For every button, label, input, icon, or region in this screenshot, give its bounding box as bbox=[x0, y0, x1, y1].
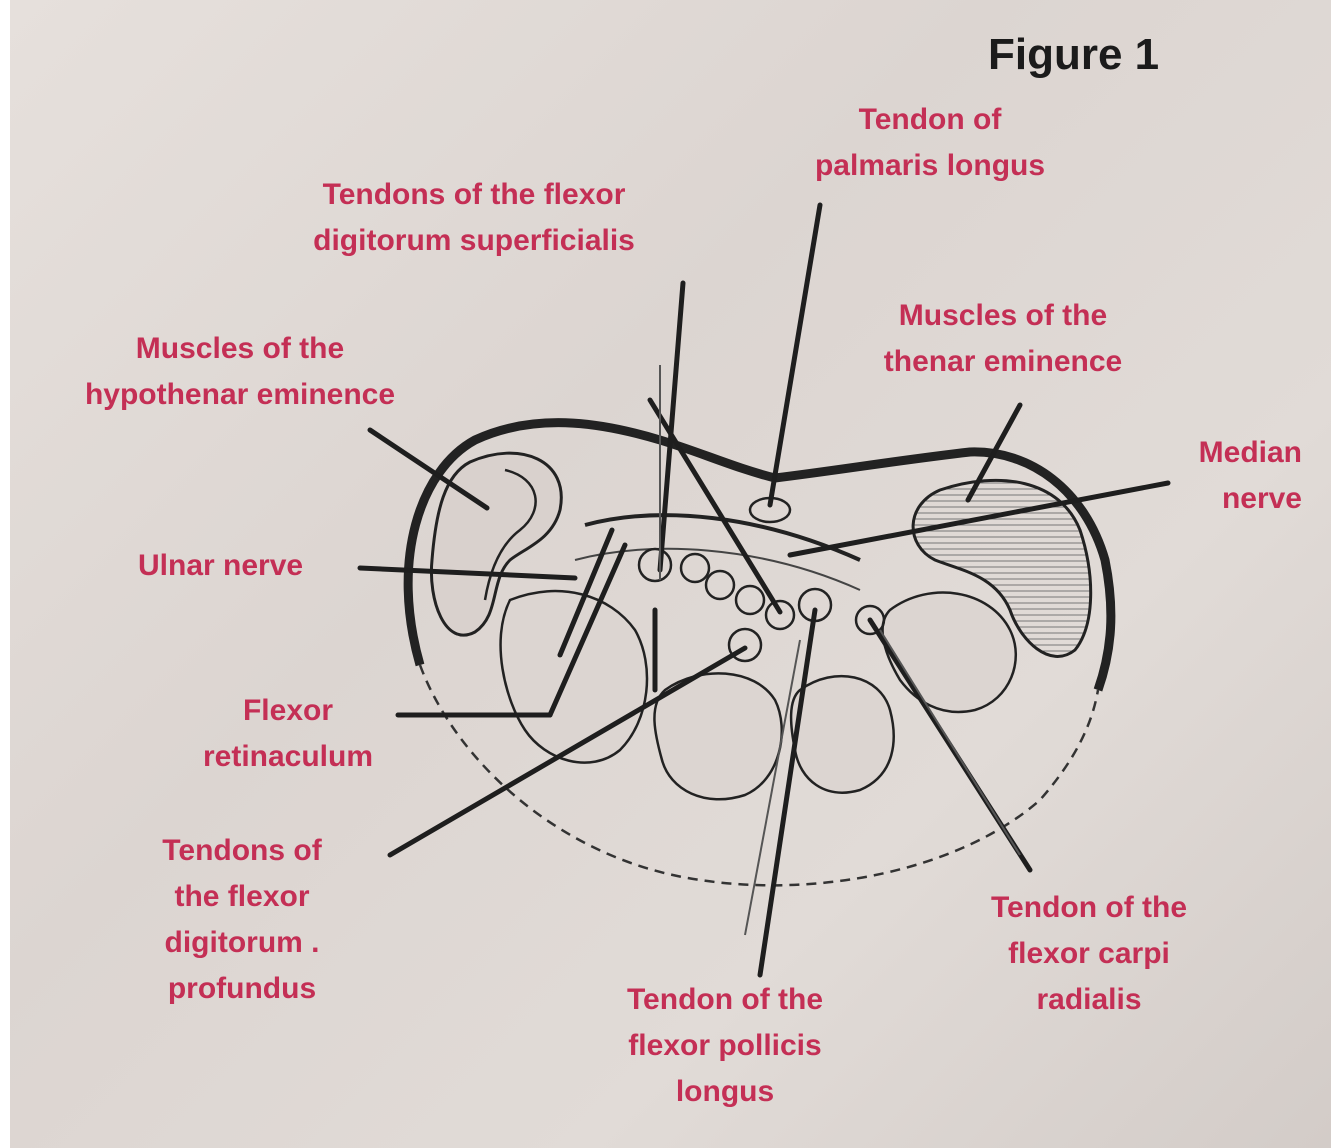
label-line: Tendons of bbox=[162, 828, 321, 874]
label-fpl: Tendon of the flexor pollicis longus bbox=[627, 977, 823, 1115]
carpal-bone bbox=[791, 676, 894, 792]
label-line: profundus bbox=[162, 966, 321, 1012]
label-line: hypothenar eminence bbox=[85, 372, 395, 418]
label-line: flexor carpi bbox=[991, 931, 1187, 977]
label-median-nerve: Median nerve bbox=[1199, 430, 1302, 522]
label-palmaris-longus: Tendon of palmaris longus bbox=[815, 97, 1045, 189]
label-line: palmaris longus bbox=[815, 143, 1045, 189]
retinaculum-band bbox=[575, 549, 860, 590]
tendon-circle bbox=[766, 601, 794, 629]
label-line: Flexor bbox=[203, 688, 373, 734]
leader-fpl bbox=[760, 610, 815, 975]
label-line: the flexor bbox=[162, 874, 321, 920]
figure-title: Figure 1 bbox=[988, 30, 1159, 80]
leader-palmaris bbox=[770, 205, 820, 505]
label-line: Tendon of the bbox=[991, 885, 1187, 931]
tendon-circle bbox=[736, 586, 764, 614]
tendon-circle bbox=[681, 554, 709, 582]
label-flexor-retinaculum: Flexor retinaculum bbox=[203, 688, 373, 780]
label-line: Median bbox=[1199, 430, 1302, 476]
label-line: Tendon of the bbox=[627, 977, 823, 1023]
tendon-circle bbox=[706, 571, 734, 599]
label-line: digitorum . bbox=[162, 920, 321, 966]
label-line: Tendons of the flexor bbox=[313, 172, 635, 218]
label-fdp: Tendons of the flexor digitorum . profun… bbox=[162, 828, 321, 1012]
label-line: Tendon of bbox=[815, 97, 1045, 143]
label-line: Muscles of the bbox=[884, 293, 1122, 339]
label-line: Ulnar nerve bbox=[138, 543, 303, 589]
label-hypothenar: Muscles of the hypothenar eminence bbox=[85, 326, 395, 418]
label-line: digitorum superficialis bbox=[313, 218, 635, 264]
label-line: thenar eminence bbox=[884, 339, 1122, 385]
leader-fds bbox=[650, 400, 780, 612]
label-ulnar-nerve: Ulnar nerve bbox=[138, 543, 303, 589]
carpal-bone bbox=[883, 593, 1016, 712]
label-line: nerve bbox=[1199, 476, 1302, 522]
label-fds: Tendons of the flexor digitorum superfic… bbox=[313, 172, 635, 264]
label-line: longus bbox=[627, 1069, 823, 1115]
label-line: flexor pollicis bbox=[627, 1023, 823, 1069]
label-fcr: Tendon of the flexor carpi radialis bbox=[991, 885, 1187, 1023]
tendon-circle bbox=[639, 549, 671, 581]
label-line: radialis bbox=[991, 977, 1187, 1023]
label-line: retinaculum bbox=[203, 734, 373, 780]
label-line: Muscles of the bbox=[85, 326, 395, 372]
label-thenar: Muscles of the thenar eminence bbox=[884, 293, 1122, 385]
